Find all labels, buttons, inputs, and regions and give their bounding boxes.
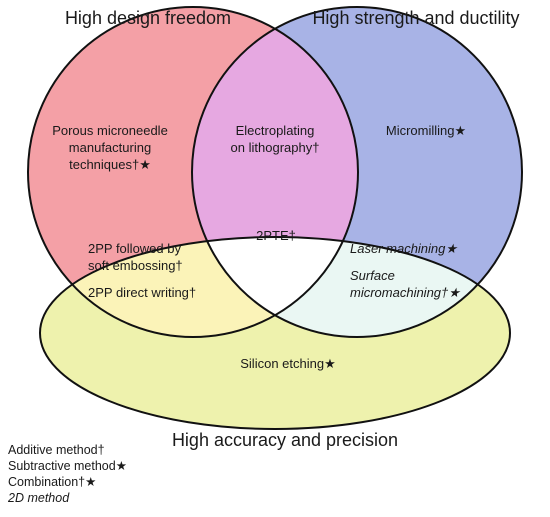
- bottom-outline: [39, 236, 511, 430]
- left-only-line-1: Porous microneedle: [52, 123, 168, 138]
- right-only-label: Micromilling★: [386, 123, 466, 138]
- left-bottom-line-3: 2PP direct writing†: [88, 285, 196, 300]
- legend-2d-method: 2D method: [8, 491, 70, 505]
- set-bottom-title: High accuracy and precision: [172, 430, 398, 450]
- top-overlap-line-2: on lithography†: [231, 140, 320, 155]
- left-outline: [27, 6, 359, 338]
- center-label: 2PTE†: [256, 228, 296, 243]
- right-bottom-line-2: Surface: [350, 268, 395, 283]
- left-bottom-line-1: 2PP followed by: [88, 241, 181, 256]
- legend-subtractive: Subtractive method★: [8, 459, 127, 473]
- top-overlap-line-1: Electroplating: [236, 123, 315, 138]
- bottom-only-label: Silicon etching★: [240, 356, 335, 371]
- set-right-title: High strength and ductility: [312, 8, 519, 28]
- left-bottom-line-2: soft embossing†: [88, 258, 183, 273]
- right-outline: [191, 6, 523, 338]
- right-bottom-line-3: micromachining†★: [350, 285, 461, 300]
- set-left-title: High design freedom: [65, 8, 231, 28]
- left-only-line-2: manufacturing: [69, 140, 151, 155]
- right-bottom-line-1: Laser machining★: [350, 241, 458, 256]
- legend: Additive method† Subtractive method★ Com…: [8, 442, 127, 506]
- legend-combination: Combination†★: [8, 475, 97, 489]
- legend-additive: Additive method†: [8, 443, 105, 457]
- left-only-line-3: techniques†★: [69, 157, 151, 172]
